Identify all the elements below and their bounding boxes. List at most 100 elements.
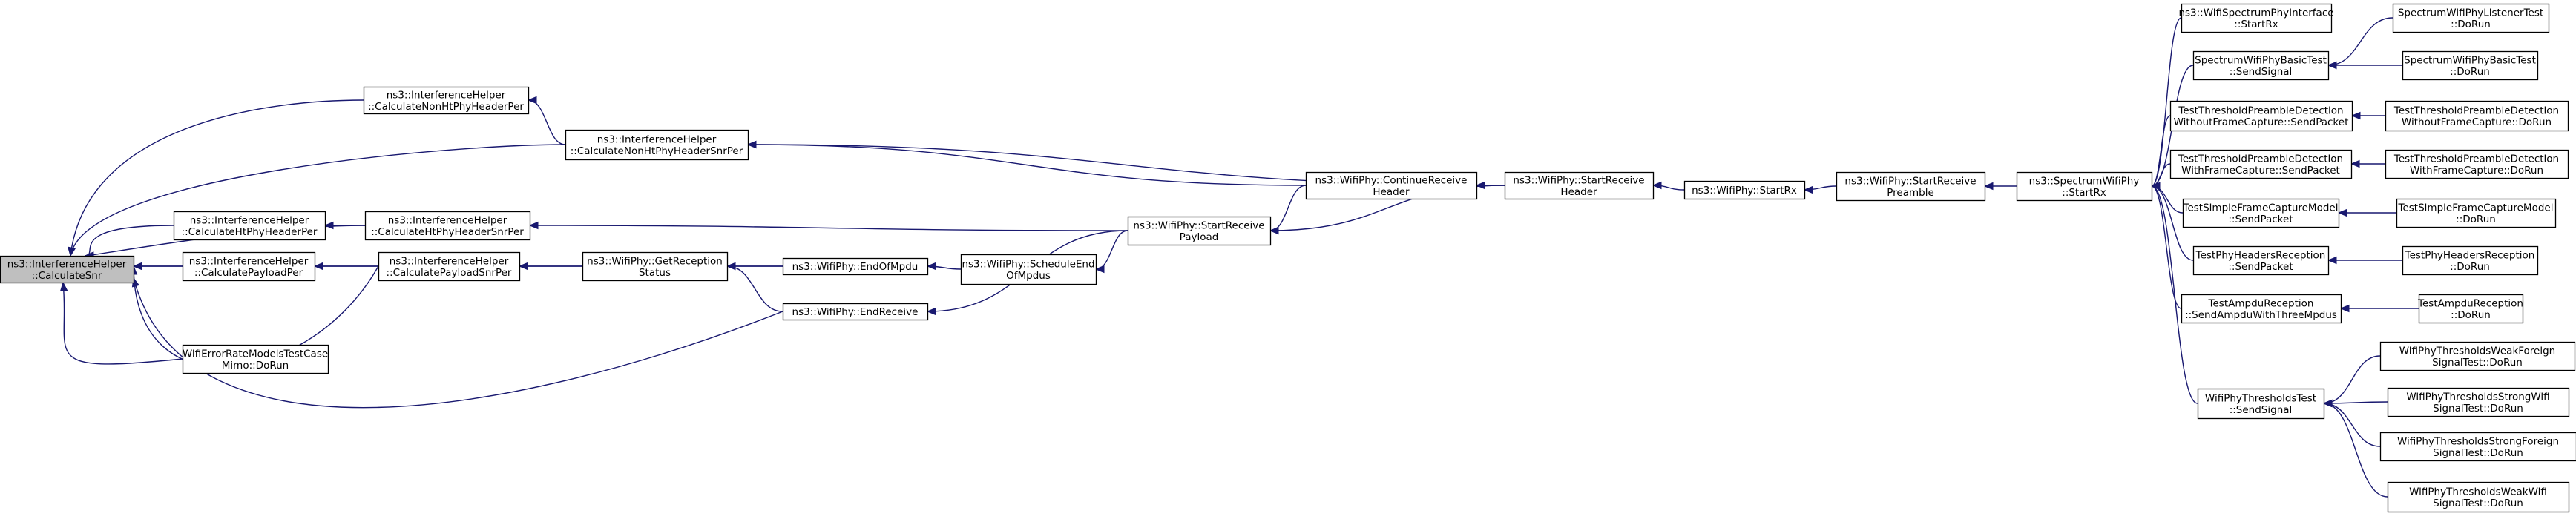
graph-node[interactable]: TestPhyHeadersReception::DoRun: [2402, 245, 2539, 276]
graph-node[interactable]: TestThresholdPreambleDetectionWithFrameC…: [2169, 149, 2353, 179]
edge-n32-to-n24: [2339, 304, 2419, 313]
node-label: ns3::WifiSpectrumPhyInterface: [2178, 7, 2333, 19]
node-label: WifiErrorRateModelsTestCase: [183, 348, 328, 360]
edge-n25-to-n17: [2150, 182, 2198, 404]
node-label: WifiPhyThresholdsWeakForeign: [2399, 345, 2556, 357]
node-label: ns3::WifiPhy::EndOfMpdu: [792, 261, 919, 273]
graph-node[interactable]: ns3::InterferenceHelper::CalculatePayloa…: [378, 251, 521, 282]
node-label: SignalTest::DoRun: [2433, 447, 2523, 459]
edge-line: [1095, 230, 1128, 270]
graph-node[interactable]: WifiPhyThresholdsStrongForeignSignalTest…: [2379, 432, 2576, 462]
graph-node[interactable]: WifiPhyThresholdsWeakWifiSignalTest::DoR…: [2387, 481, 2570, 513]
node-box: [0, 255, 135, 284]
graph-node[interactable]: SpectrumWifiPhyBasicTest::SendSignal: [2192, 50, 2330, 81]
graph-node[interactable]: ns3::WifiPhy::StartRx: [1683, 180, 1806, 200]
node-label: ::StartRx: [2062, 187, 2106, 199]
edge-n2-to-n1: [527, 96, 566, 145]
edge-arrowhead: [1094, 265, 1105, 274]
graph-node[interactable]: WifiPhyThresholdsWeakForeignSignalTest::…: [2379, 341, 2576, 371]
node-label: ::DoRun: [2451, 309, 2491, 321]
graph-node[interactable]: ns3::WifiSpectrumPhyInterface::StartRx: [2178, 3, 2334, 33]
node-box: [782, 303, 929, 321]
graph-node[interactable]: TestAmpduReception::DoRun: [2417, 294, 2524, 324]
graph-node[interactable]: ns3::InterferenceHelper::CalculatePayloa…: [182, 251, 316, 282]
edge-n10-to-n8: [726, 262, 783, 312]
graph-node[interactable]: TestPhyHeadersReception::SendPacket: [2192, 245, 2330, 276]
graph-node[interactable]: ns3::WifiPhy::EndReceive: [782, 303, 929, 321]
graph-node[interactable]: SpectrumWifiPhyBasicTest::DoRun: [2402, 50, 2539, 81]
node-label: SignalTest::DoRun: [2433, 403, 2523, 414]
node-box: [378, 251, 521, 282]
edge-n16-to-n15: [1803, 185, 1837, 194]
graph-node[interactable]: ns3::WifiPhy::EndOfMpdu: [782, 257, 929, 276]
node-label: ::SendPacket: [2228, 261, 2293, 273]
node-label: ::SendAmpduWithThreeMpdus: [2185, 309, 2337, 321]
node-box: [2392, 3, 2550, 33]
edge-arrowhead: [2327, 256, 2337, 265]
edge-n29-to-n21: [2350, 159, 2385, 168]
node-label: ::StartRx: [2234, 19, 2278, 30]
graph-node[interactable]: TestThresholdPreambleDetectionWithoutFra…: [2385, 100, 2569, 132]
node-label: ns3::InterferenceHelper: [597, 133, 717, 145]
root-node[interactable]: ns3::InterferenceHelper::CalculateSnr: [0, 255, 135, 284]
node-box: [2182, 198, 2340, 228]
graph-node[interactable]: ns3::InterferenceHelper::CalculateNonHtP…: [565, 129, 749, 161]
graph-node[interactable]: TestSimpleFrameCaptureModel::SendPacket: [2182, 198, 2340, 228]
node-box: [2418, 294, 2524, 324]
edge-arrowhead: [1475, 181, 1485, 190]
node-box: [2387, 481, 2570, 513]
node-label: ns3::InterferenceHelper: [189, 255, 309, 267]
node-box: [2396, 198, 2557, 228]
node-label: TestThresholdPreambleDetection: [2178, 153, 2343, 165]
edge-arrowhead: [1652, 181, 1662, 190]
node-label: Header: [1373, 186, 1410, 198]
graph-node[interactable]: ns3::InterferenceHelper::CalculateNonHtP…: [363, 86, 530, 115]
graph-node[interactable]: SpectrumWifiPhyListenerTest::DoRun: [2392, 3, 2550, 33]
graph-node[interactable]: ns3::InterferenceHelper::CalculateHtPhyH…: [173, 211, 326, 241]
graph-node[interactable]: TestThresholdPreambleDetectionWithoutFra…: [2169, 100, 2353, 132]
edge-arrowhead: [2327, 61, 2337, 70]
edge-line: [528, 99, 566, 145]
graph-node[interactable]: WifiPhyThresholdsStrongWifiSignalTest::D…: [2387, 387, 2570, 417]
edge-arrowhead: [926, 307, 936, 316]
graph-node[interactable]: TestAmpduReception::SendAmpduWithThreeMp…: [2181, 294, 2342, 324]
edge-arrowhead: [1803, 185, 1813, 194]
node-box: [2197, 388, 2325, 420]
node-label: ::CalculateHtPhyHeaderSnrPer: [371, 226, 524, 238]
edge-n11-to-n9: [926, 262, 962, 271]
node-label: ns3::WifiPhy::EndReceive: [792, 306, 919, 318]
edge-n2-to-n0: [68, 144, 566, 257]
node-box: [1305, 171, 1478, 200]
node-label: ::CalculateSnr: [32, 270, 102, 282]
graph-node[interactable]: ns3::SpectrumWifiPhy::StartRx: [2016, 171, 2153, 202]
graph-node[interactable]: ns3::InterferenceHelper::CalculateHtPhyH…: [364, 211, 531, 241]
node-box: [2387, 387, 2570, 417]
edge-n30-to-n22: [2337, 208, 2396, 217]
node-label: ns3::WifiPhy::ScheduleEnd: [962, 258, 1094, 270]
edge-arrowhead: [2350, 159, 2360, 168]
edge-line: [133, 277, 783, 409]
edge-n17-to-n16: [1983, 182, 2017, 191]
node-label: WifiPhyThresholdsTest: [2205, 392, 2316, 404]
graph-node[interactable]: WifiPhyThresholdsTest::SendSignal: [2197, 388, 2325, 420]
edge-n13-to-n12: [1269, 185, 1307, 235]
node-label: TestAmpduReception: [2208, 297, 2314, 309]
node-label: ::SendSignal: [2230, 66, 2293, 78]
edge-line: [1269, 185, 1307, 231]
edge-arrowhead: [1269, 226, 1279, 235]
node-label: SpectrumWifiPhyListenerTest: [2398, 7, 2543, 19]
edge-arrowhead: [313, 262, 323, 271]
node-box: [363, 86, 530, 115]
edge-line: [85, 225, 174, 257]
node-label: ::DoRun: [2450, 66, 2490, 78]
graph-node[interactable]: TestSimpleFrameCaptureModel::DoRun: [2396, 198, 2557, 228]
node-label: ::CalculateNonHtPhyHeaderSnrPer: [571, 145, 743, 157]
graph-node[interactable]: TestThresholdPreambleDetectionWithFrameC…: [2385, 149, 2569, 179]
